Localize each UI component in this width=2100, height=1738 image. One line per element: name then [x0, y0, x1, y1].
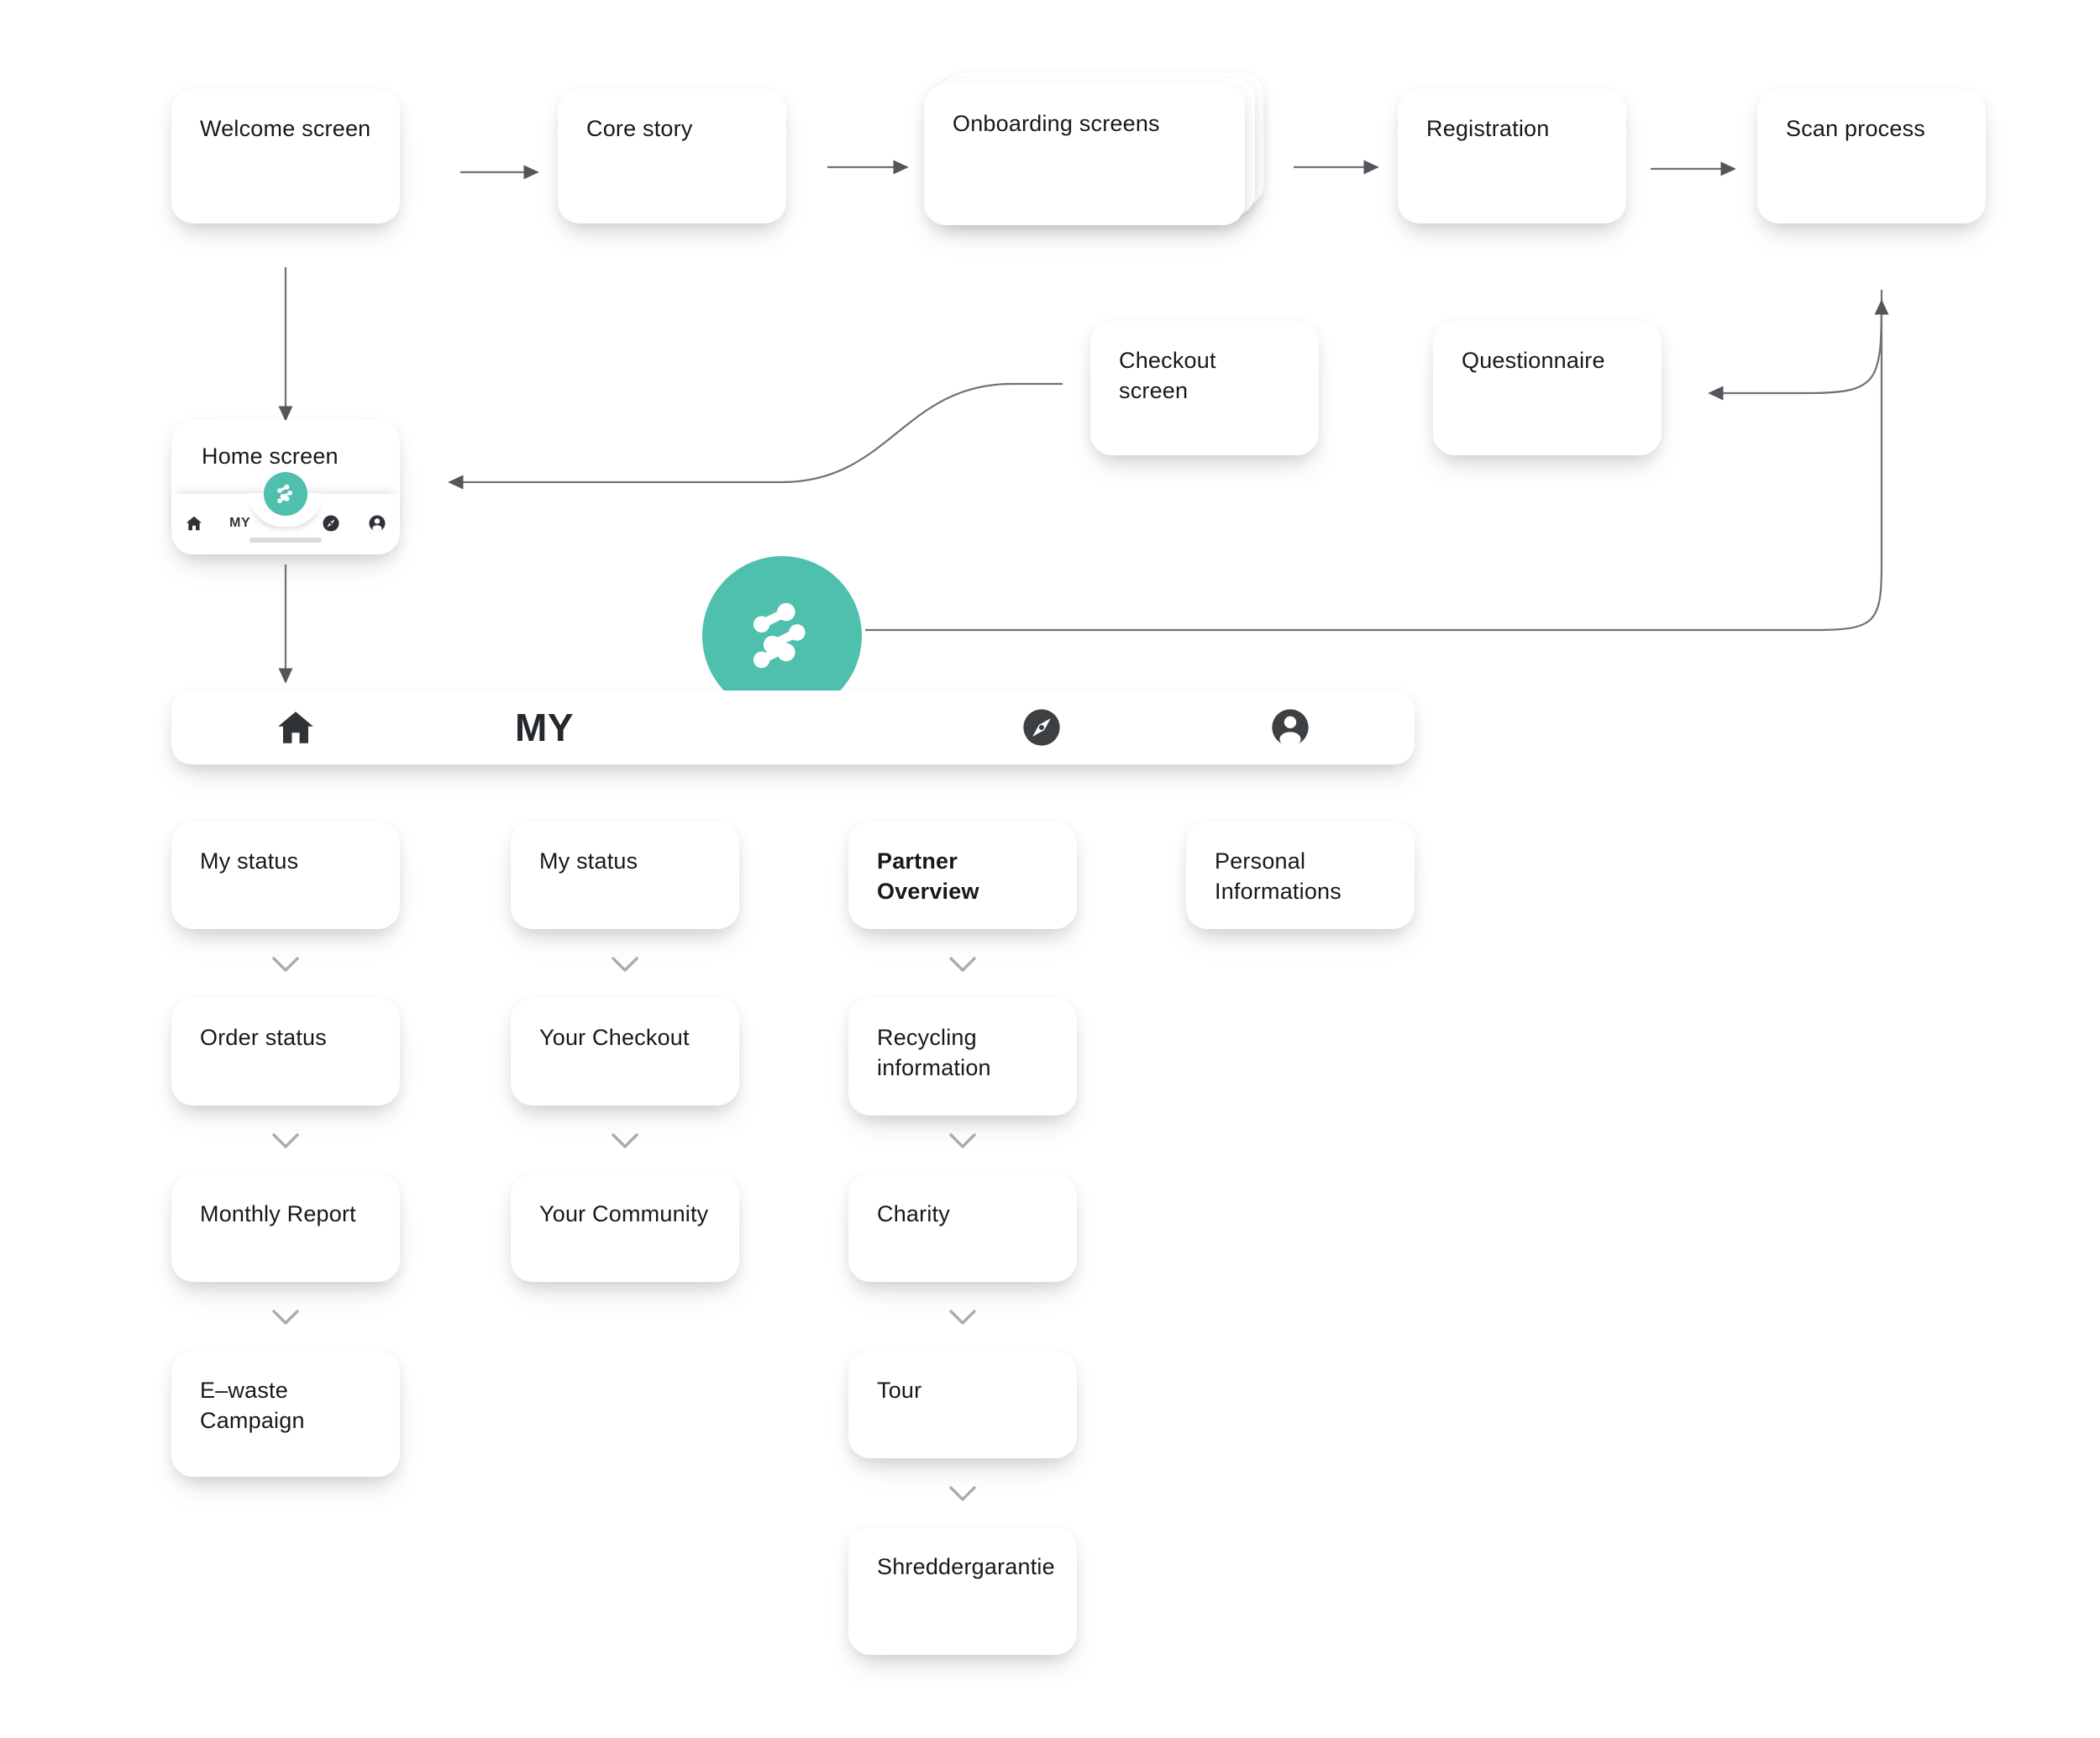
chevron-down-icon	[949, 1310, 976, 1325]
card-home-screen-mockup[interactable]: Home screen MY	[171, 420, 400, 554]
card-core-story[interactable]: Core story	[558, 89, 786, 223]
tab-my-label: MY	[515, 706, 574, 749]
tab-home[interactable]	[171, 706, 420, 748]
card-your-community[interactable]: Your Community	[511, 1174, 739, 1282]
card-charity[interactable]: Charity	[848, 1174, 1077, 1282]
mini-tab-explore[interactable]	[308, 514, 354, 533]
card-label: Checkout screen	[1119, 348, 1216, 403]
wire-logo-to-scan	[865, 299, 1889, 632]
card-my-status-home[interactable]: My status	[171, 822, 400, 929]
card-partner-overview[interactable]: Partner Overview	[848, 822, 1077, 929]
app-logo-badge	[702, 556, 862, 716]
chevron-down-icon	[949, 1133, 976, 1148]
mini-tab-my-label: MY	[229, 516, 251, 530]
card-e-waste-campaign[interactable]: E–waste Campaign	[171, 1351, 400, 1477]
chevron-down-icon	[272, 1133, 299, 1148]
card-label: E–waste Campaign	[200, 1378, 305, 1433]
deck-sheet-front[interactable]: Onboarding screens	[924, 84, 1245, 225]
card-label: Onboarding screens	[953, 111, 1160, 136]
card-onboarding-screens[interactable]: Onboarding screens	[924, 72, 1277, 235]
chevron-down-icon	[949, 957, 976, 972]
network-nodes-logo-icon	[753, 602, 806, 669]
chevron-down-icon	[612, 957, 638, 972]
card-label: Questionnaire	[1462, 348, 1605, 373]
mini-tab-items: MY	[171, 509, 400, 538]
network-nodes-logo-icon	[277, 484, 292, 504]
mini-tab-bar[interactable]: MY	[171, 472, 400, 554]
card-registration[interactable]: Registration	[1398, 89, 1626, 223]
card-order-status[interactable]: Order status	[171, 998, 400, 1105]
card-label: Registration	[1426, 116, 1550, 141]
tab-account[interactable]	[1166, 706, 1415, 748]
card-questionnaire[interactable]: Questionnaire	[1433, 321, 1662, 455]
card-label: Shreddergarantie	[877, 1554, 1055, 1579]
card-my-status-my[interactable]: My status	[511, 822, 739, 929]
card-label: Your Checkout	[539, 1025, 690, 1050]
card-scan-process[interactable]: Scan process	[1757, 89, 1986, 223]
home-indicator-bar	[249, 538, 322, 543]
card-your-checkout[interactable]: Your Checkout	[511, 998, 739, 1105]
card-label: Recycling information	[877, 1025, 991, 1080]
card-label: Welcome screen	[200, 116, 371, 141]
card-label: Partner Overview	[877, 848, 979, 904]
home-icon	[278, 711, 313, 743]
card-label: My status	[200, 848, 299, 874]
tab-explore[interactable]	[917, 706, 1166, 748]
main-tab-bar[interactable]: MY	[171, 690, 1415, 764]
card-label: Personal Informations	[1215, 848, 1341, 904]
chevron-down-icon	[272, 1310, 299, 1325]
arrow-checkout-to-home	[448, 382, 1063, 490]
card-shreddergarantie[interactable]: Shreddergarantie	[848, 1527, 1077, 1655]
card-welcome-screen[interactable]: Welcome screen	[171, 89, 400, 223]
card-personal-informations[interactable]: Personal Informations	[1186, 822, 1415, 929]
mini-tab-home[interactable]	[171, 514, 217, 533]
person-icon	[369, 515, 386, 532]
card-label: Charity	[877, 1201, 950, 1226]
mini-fab-logo-button[interactable]	[264, 472, 307, 516]
card-label: Your Community	[539, 1201, 709, 1226]
card-label: Scan process	[1786, 116, 1925, 141]
mini-tab-account[interactable]	[354, 514, 400, 533]
card-recycling-information[interactable]: Recycling information	[848, 998, 1077, 1116]
card-monthly-report[interactable]: Monthly Report	[171, 1174, 400, 1282]
chevron-down-icon	[949, 1486, 976, 1501]
home-screen-title: Home screen	[202, 444, 339, 469]
mini-tab-my[interactable]: MY	[217, 516, 262, 531]
chevron-down-icon	[272, 957, 299, 972]
home-icon	[186, 516, 202, 531]
card-label: Tour	[877, 1378, 922, 1403]
arrow-scan-to-questionnaire	[1708, 289, 1883, 401]
card-label: Core story	[586, 116, 693, 141]
compass-icon	[323, 515, 339, 532]
person-icon	[1272, 709, 1309, 747]
card-label: My status	[539, 848, 638, 874]
card-checkout-screen[interactable]: Checkout screen	[1090, 321, 1319, 455]
chevron-down-icon	[612, 1133, 638, 1148]
card-label: Order status	[200, 1025, 327, 1050]
compass-icon	[1023, 709, 1060, 746]
card-tour[interactable]: Tour	[848, 1351, 1077, 1458]
tab-my[interactable]: MY	[420, 705, 669, 750]
card-label: Monthly Report	[200, 1201, 356, 1226]
